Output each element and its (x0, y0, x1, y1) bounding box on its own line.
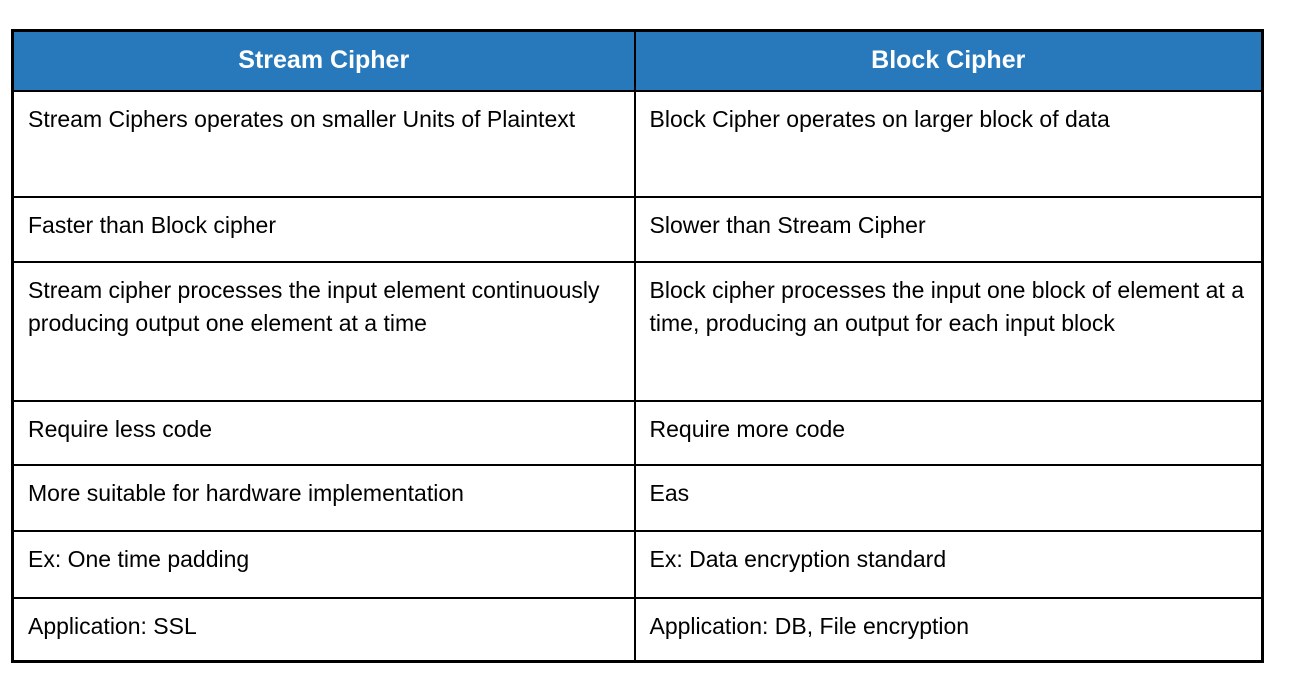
table-row: Faster than Block cipher Slower than Str… (11, 195, 1264, 263)
header-block-cipher: Block Cipher (633, 29, 1264, 92)
table-row: Require less code Require more code (11, 399, 1264, 466)
cell-stream: Stream Ciphers operates on smaller Units… (11, 89, 636, 198)
cell-block: Eas (633, 463, 1264, 532)
cell-block: Require more code (633, 399, 1264, 466)
header-row: Stream Cipher Block Cipher (11, 29, 1264, 92)
table-row: Stream Ciphers operates on smaller Units… (11, 89, 1264, 198)
cell-stream: Ex: One time padding (11, 529, 636, 599)
table-row: Application: SSL Application: DB, File e… (11, 596, 1264, 663)
cell-stream: Require less code (11, 399, 636, 466)
cell-block: Block cipher processes the input one blo… (633, 260, 1264, 402)
cell-stream: Application: SSL (11, 596, 636, 663)
cell-stream: More suitable for hardware implementatio… (11, 463, 636, 532)
table-row: Ex: One time padding Ex: Data encryption… (11, 529, 1264, 599)
cell-block: Ex: Data encryption standard (633, 529, 1264, 599)
cell-stream: Faster than Block cipher (11, 195, 636, 263)
cell-block: Application: DB, File encryption (633, 596, 1264, 663)
table-row: Stream cipher processes the input elemen… (11, 260, 1264, 402)
cell-block: Slower than Stream Cipher (633, 195, 1264, 263)
cell-stream: Stream cipher processes the input elemen… (11, 260, 636, 402)
cell-block: Block Cipher operates on larger block of… (633, 89, 1264, 198)
header-stream-cipher: Stream Cipher (11, 29, 636, 92)
cipher-comparison-table: Stream Cipher Block Cipher Stream Cipher… (11, 29, 1264, 663)
table-row: More suitable for hardware implementatio… (11, 463, 1264, 532)
